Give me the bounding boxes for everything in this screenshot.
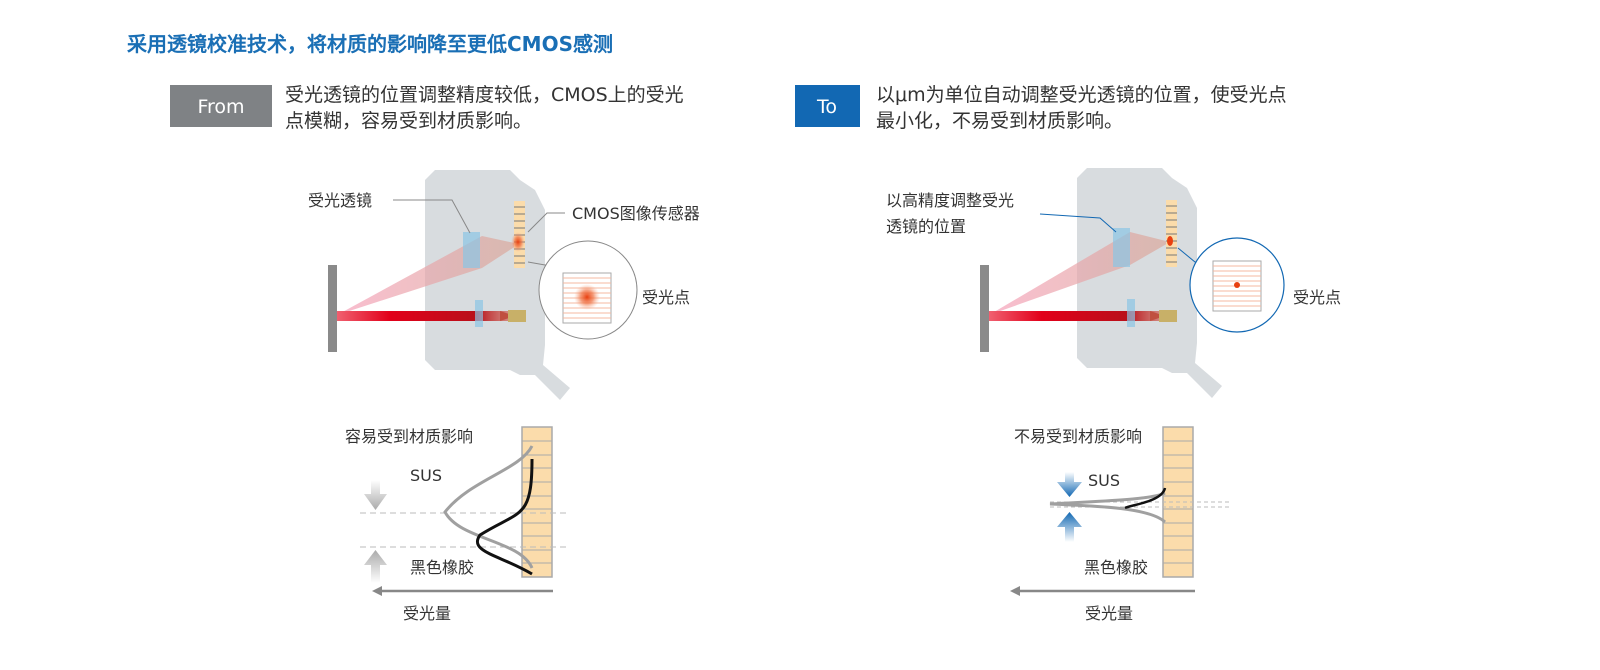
to-desc-line1: 以μm为单位自动调整受光透镜的位置，使受光点: [876, 84, 1287, 106]
laser-beam: [989, 311, 1164, 321]
sus-curve: [443, 445, 534, 569]
receiver-lens: [463, 232, 480, 268]
to-lens-label-line1: 以高精度调整受光: [886, 191, 1014, 210]
blurred-spot: [511, 232, 525, 252]
from-cmos-label: CMOS图像传感器: [572, 204, 700, 223]
rubber-curve: [1124, 487, 1167, 510]
sus-curve: [1049, 491, 1167, 524]
left-arrow-icon: [1010, 586, 1020, 596]
rubber-up-arrow-icon: [1057, 512, 1082, 542]
from-sensor-illustration: 受光透镜 CMOS图像传感器 受光点: [308, 170, 700, 400]
from-desc-line2: 点模糊，容易受到材质影响。: [285, 110, 532, 132]
target-surface: [328, 265, 337, 352]
from-light-graph: 容易受到材质影响 SUS 黑色橡胶 受光量: [345, 426, 570, 623]
from-graph-title: 容易受到材质影响: [345, 427, 473, 446]
to-desc-line2: 最小化，不易受到材质影响。: [876, 110, 1123, 132]
left-arrow-icon: [372, 586, 382, 596]
from-rubber-label: 黑色橡胶: [410, 558, 474, 577]
from-desc-line1: 受光透镜的位置调整精度较低，CMOS上的受光: [285, 84, 684, 106]
from-sus-label: SUS: [410, 466, 442, 485]
to-badge-label: To: [816, 96, 837, 118]
from-lens-label: 受光透镜: [308, 191, 372, 210]
to-rubber-label: 黑色橡胶: [1084, 558, 1148, 577]
focused-spot: [1167, 236, 1173, 246]
from-axis-label: 受光量: [403, 604, 451, 623]
receiver-lens: [1113, 228, 1130, 267]
sus-down-arrow-icon: [364, 480, 387, 510]
to-axis-label: 受光量: [1085, 604, 1133, 623]
from-spot-label: 受光点: [642, 288, 690, 307]
to-sensor-illustration: 以高精度调整受光 透镜的位置 受光点: [886, 168, 1341, 398]
to-graph-title: 不易受到材质影响: [1014, 427, 1142, 446]
rubber-curve: [476, 458, 534, 576]
to-light-graph: 不易受到材质影响 SUS 黑色橡胶 受光量: [1010, 426, 1230, 623]
from-badge: [170, 85, 272, 127]
page-title: 采用透镜校准技术，将材质的影响降至更低CMOS感测: [127, 32, 613, 56]
to-lens-label-line2: 透镜的位置: [886, 217, 966, 236]
target-surface: [980, 265, 989, 352]
to-sus-label: SUS: [1088, 471, 1120, 490]
sus-down-arrow-icon: [1057, 472, 1082, 497]
to-badge: [795, 85, 860, 127]
to-spot-label: 受光点: [1293, 288, 1341, 307]
from-badge-label: From: [197, 96, 244, 118]
rubber-up-arrow-icon: [364, 550, 387, 583]
laser-beam: [337, 311, 512, 321]
